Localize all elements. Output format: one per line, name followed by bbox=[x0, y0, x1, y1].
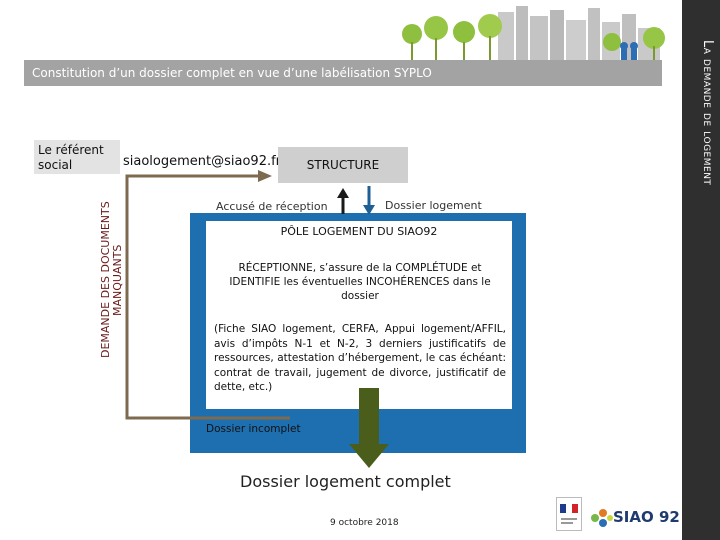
pole-title: PÔLE LOGEMENT DU SIAO92 bbox=[280, 225, 438, 238]
right-sidebar bbox=[682, 0, 720, 540]
dossier-logement-label: Dossier logement bbox=[385, 199, 482, 212]
documents-list: (Fiche SIAO logement, CERFA, Appui logem… bbox=[214, 323, 506, 393]
pole-inner-panel bbox=[206, 221, 512, 409]
complete-arrowhead bbox=[349, 444, 389, 468]
complete-label: Dossier logement complet bbox=[240, 472, 451, 491]
siao-logo-text: SIAO 92 bbox=[613, 508, 680, 526]
header-bar bbox=[24, 60, 662, 86]
footer-date: 9 octobre 2018 bbox=[330, 518, 399, 528]
return-connector bbox=[125, 174, 290, 420]
ack-label: Accusé de réception bbox=[216, 200, 328, 213]
complete-arrow-shaft bbox=[359, 388, 379, 444]
ack-arrowhead bbox=[337, 188, 349, 198]
email-address: siaologement@siao92.fr bbox=[123, 154, 282, 169]
siao-logo-mark bbox=[591, 509, 613, 527]
republique-logo bbox=[556, 497, 582, 531]
section-title: La demande de logement bbox=[700, 40, 715, 186]
return-arrowhead bbox=[258, 170, 272, 182]
incomplete-label: Dossier incomplet bbox=[206, 423, 301, 435]
dossier-arrowhead bbox=[363, 205, 375, 215]
city-trees-illustration bbox=[402, 6, 665, 60]
reception-text: RÉCEPTIONNE, s’assure de la COMPLÉTUDE e… bbox=[229, 262, 491, 302]
structure-box: STRUCTURE bbox=[278, 147, 408, 183]
page-title: Constitution d’un dossier complet en vue… bbox=[32, 66, 432, 80]
referent-box: Le référent social bbox=[34, 140, 120, 174]
